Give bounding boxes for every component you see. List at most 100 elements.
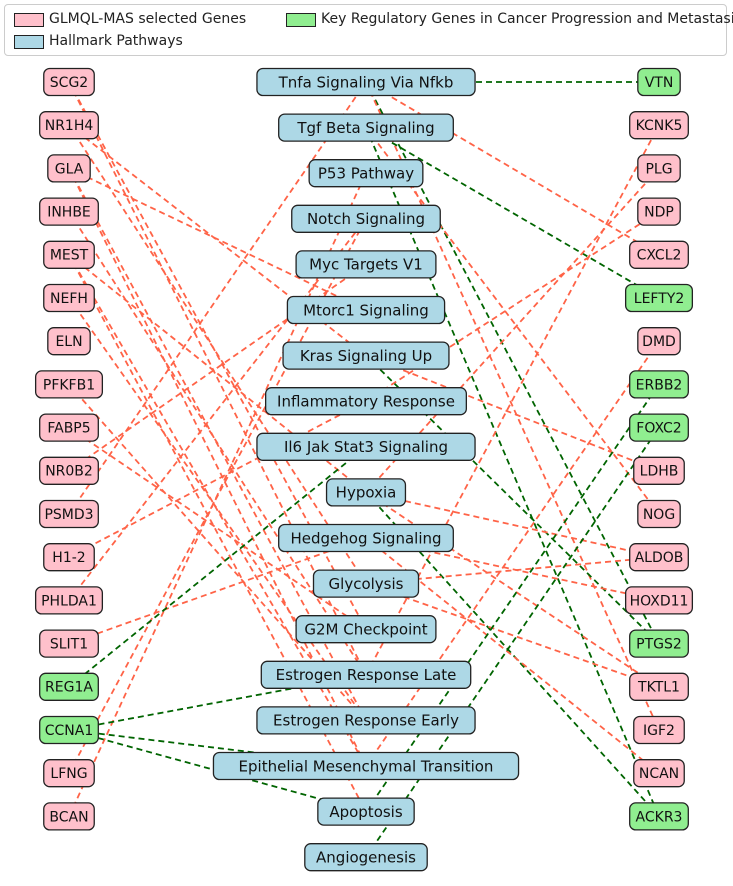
gene-node-psmd3-label: PSMD3 bbox=[44, 507, 93, 523]
edge-nr1h4-to-glycolysis bbox=[68, 124, 367, 585]
gene-node-phlda1-label: PHLDA1 bbox=[41, 593, 97, 609]
gene-node-aldob-box bbox=[629, 543, 689, 572]
legend-genes-label: GLMQL-MAS selected Genes bbox=[49, 11, 247, 27]
gene-node-slit1-label: SLIT1 bbox=[50, 637, 88, 653]
gene-node-cxcl2-label: CXCL2 bbox=[637, 248, 682, 264]
gene-node-hoxd11-label: HOXD11 bbox=[630, 593, 689, 609]
pathway-node-kras-signaling-up-label: Kras Signaling Up bbox=[300, 347, 432, 365]
gene-node-nr1h4-label: NR1H4 bbox=[45, 118, 94, 134]
gene-node-reg1a: REG1A bbox=[39, 672, 99, 701]
pathway-node-inflammatory-response-label: Inflammatory Response bbox=[277, 392, 455, 410]
gene-node-ackr3-box bbox=[629, 802, 689, 831]
gene-node-nr1h4-box bbox=[39, 111, 99, 140]
gene-node-inhbe-label: INHBE bbox=[47, 205, 91, 221]
gene-node-tktl1: TKTL1 bbox=[629, 672, 689, 701]
gene-node-bcan: BCAN bbox=[43, 802, 95, 831]
gene-node-tktl1-label: TKTL1 bbox=[637, 680, 680, 696]
pathway-node-apoptosis-box bbox=[317, 797, 415, 826]
gene-node-eln: ELN bbox=[47, 327, 91, 356]
gene-node-kcnk5: KCNK5 bbox=[629, 111, 689, 140]
gene-node-lefty2: LEFTY2 bbox=[624, 283, 694, 313]
pathway-node-angiogenesis-box bbox=[304, 843, 428, 872]
gene-node-dmd: DMD bbox=[637, 327, 681, 356]
gene-node-lefty2-box bbox=[624, 283, 694, 313]
pathway-node-mtorc1-signaling-box bbox=[286, 295, 446, 325]
pathway-node-epithelial-mesenchymal-transition-label: Epithelial Mesenchymal Transition bbox=[239, 757, 494, 775]
gene-node-phlda1: PHLDA1 bbox=[34, 586, 104, 615]
pathway-node-kras-signaling-up-box bbox=[282, 341, 450, 370]
gene-node-ptgs2: PTGS2 bbox=[629, 629, 689, 658]
gene-node-vtn-label: VTN bbox=[645, 75, 674, 91]
gene-node-gla-label: GLA bbox=[55, 161, 84, 177]
gene-node-mest-box bbox=[43, 240, 95, 269]
pathway-node-estrogen-response-early: Estrogen Response Early bbox=[256, 706, 476, 735]
edge-psmd3-to-tnfa-signaling-via-nfkb bbox=[68, 81, 367, 515]
gene-node-lefty2-label: LEFTY2 bbox=[634, 291, 684, 307]
edge-h1-2-to-inflammatory-response bbox=[68, 400, 367, 558]
gene-node-fabp5: FABP5 bbox=[39, 413, 99, 442]
pathway-node-angiogenesis: Angiogenesis bbox=[304, 843, 428, 872]
pathway-node-notch-signaling-label: Notch Signaling bbox=[307, 210, 425, 228]
gene-node-scg2-label: SCG2 bbox=[50, 75, 88, 91]
gene-node-ncan-label: NCAN bbox=[639, 766, 679, 782]
gene-node-foxc2: FOXC2 bbox=[629, 413, 689, 442]
edge-apoptosis-to-erbb2 bbox=[365, 383, 660, 813]
pathway-node-hypoxia-label: Hypoxia bbox=[336, 484, 397, 502]
pathway-node-glycolysis: Glycolysis bbox=[312, 569, 420, 598]
edge-tgf-beta-signaling-to-ackr3 bbox=[365, 127, 660, 817]
gene-node-inhbe: INHBE bbox=[39, 197, 99, 226]
gene-node-bcan-label: BCAN bbox=[49, 809, 88, 825]
pathway-node-g2m-checkpoint: G2M Checkpoint bbox=[295, 615, 437, 644]
pathway-node-notch-signaling: Notch Signaling bbox=[291, 204, 441, 233]
gene-node-kcnk5-label: KCNK5 bbox=[636, 118, 683, 134]
gene-node-nr0b2-label: NR0B2 bbox=[45, 464, 93, 480]
pathway-node-p53-pathway: P53 Pathway bbox=[308, 159, 424, 188]
gene-node-dmd-box bbox=[637, 327, 681, 356]
pathway-node-inflammatory-response: Inflammatory Response bbox=[264, 387, 467, 416]
pathway-node-tgf-beta-signaling-box bbox=[278, 113, 454, 142]
node-layer: SCG2NR1H4GLAINHBEMESTNEFHELNPFKFB1FABP5N… bbox=[34, 67, 694, 872]
pathway-node-epithelial-mesenchymal-transition-box bbox=[212, 751, 520, 781]
edge-tgf-beta-signaling-to-nog bbox=[365, 127, 660, 515]
edge-gla-to-epithelial-mesenchymal-transition bbox=[68, 167, 367, 767]
pathway-node-il6-jak-stat3-signaling-label: Il6 Jak Stat3 Signaling bbox=[284, 438, 448, 456]
gene-node-ackr3: ACKR3 bbox=[629, 802, 689, 831]
gene-node-ccna1-label: CCNA1 bbox=[45, 723, 94, 739]
pathway-node-myc-targets-v1: Myc Targets V1 bbox=[295, 250, 437, 279]
gene-node-fabp5-label: FABP5 bbox=[47, 421, 90, 437]
gene-node-foxc2-box bbox=[629, 413, 689, 442]
gene-node-nog-label: NOG bbox=[643, 507, 675, 523]
gene-node-inhbe-box bbox=[39, 197, 99, 226]
gene-node-scg2: SCG2 bbox=[43, 67, 95, 97]
gene-node-erbb2: ERBB2 bbox=[629, 370, 689, 399]
gene-node-ldhb: LDHB bbox=[633, 456, 685, 485]
pathway-node-il6-jak-stat3-signaling: Il6 Jak Stat3 Signaling bbox=[256, 432, 476, 461]
gene-node-erbb2-label: ERBB2 bbox=[636, 377, 683, 393]
gene-node-fabp5-box bbox=[39, 413, 99, 442]
gene-node-plg-label: PLG bbox=[645, 161, 672, 177]
edge-angiogenesis-to-foxc2 bbox=[365, 427, 660, 858]
pathway-node-tnfa-signaling-via-nfkb-box bbox=[256, 67, 476, 97]
gene-node-kcnk5-box bbox=[629, 111, 689, 140]
gene-node-lfng-box bbox=[43, 759, 95, 788]
gene-node-scg2-box bbox=[43, 67, 95, 97]
edge-glycolysis-to-aldob bbox=[365, 556, 660, 585]
gene-swatch bbox=[14, 13, 44, 27]
gene-node-ptgs2-label: PTGS2 bbox=[636, 637, 682, 653]
gene-node-hoxd11-box bbox=[624, 586, 694, 615]
gene-node-gla: GLA bbox=[47, 154, 91, 183]
gene-node-ncan: NCAN bbox=[633, 759, 685, 788]
pathway-node-mtorc1-signaling: Mtorc1 Signaling bbox=[286, 295, 446, 325]
gene-node-h1-2: H1-2 bbox=[43, 543, 95, 572]
pathway-node-kras-signaling-up: Kras Signaling Up bbox=[282, 341, 450, 370]
gene-node-nog: NOG bbox=[637, 499, 681, 529]
pathway-node-estrogen-response-late-label: Estrogen Response Late bbox=[276, 666, 457, 684]
gene-node-slit1-box bbox=[39, 629, 99, 658]
edge-slit1-to-hedgehog-signaling bbox=[68, 537, 367, 645]
pathway-node-tnfa-signaling-via-nfkb: Tnfa Signaling Via Nfkb bbox=[256, 67, 476, 97]
gene-node-nr0b2-box bbox=[39, 456, 99, 485]
gene-node-h1-2-box bbox=[43, 543, 95, 572]
gene-node-pfkfb1-box bbox=[34, 370, 104, 399]
gene-node-dmd-label: DMD bbox=[642, 334, 676, 350]
gene-node-psmd3-box bbox=[39, 499, 99, 529]
